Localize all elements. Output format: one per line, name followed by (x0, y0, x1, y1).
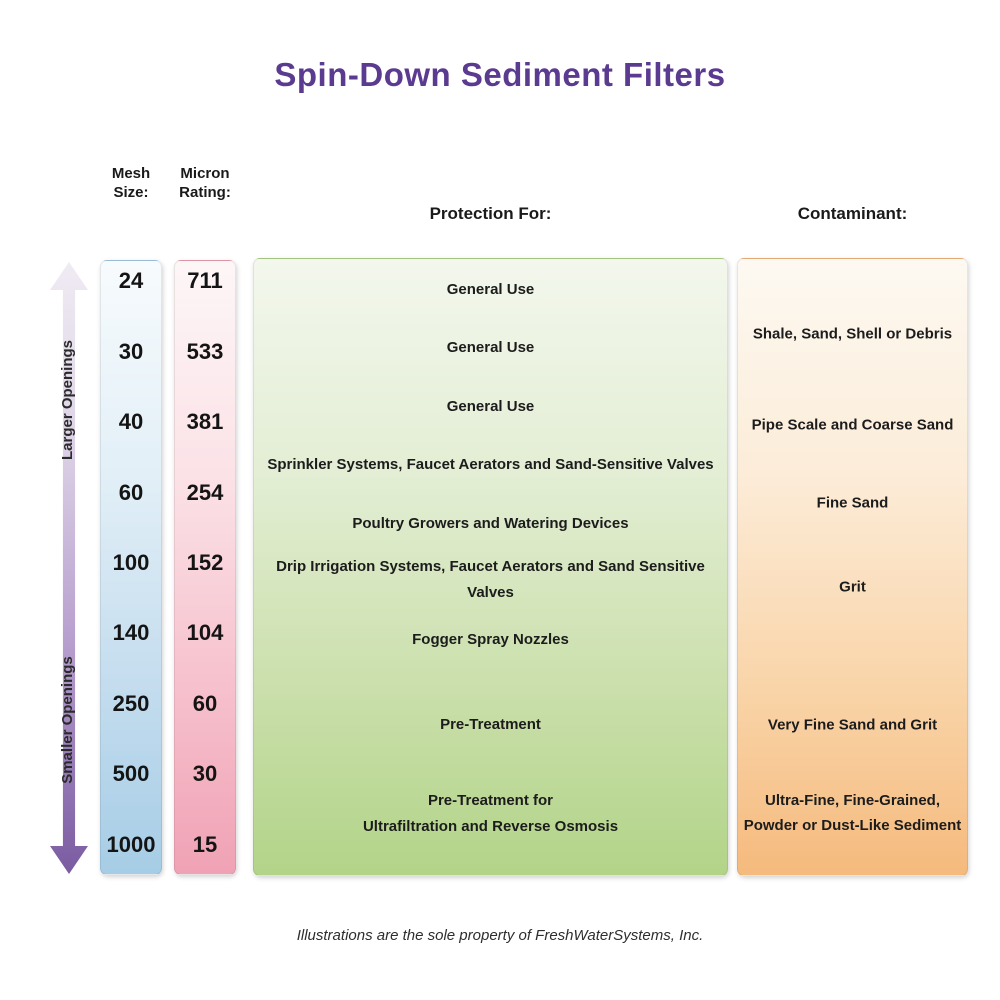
protection-row: General Use (446, 398, 535, 415)
micron-rating-column (174, 260, 236, 875)
mesh-value: 500 (112, 761, 150, 786)
protection-row: Poultry Growers and Watering Devices (352, 515, 629, 532)
protection-header: Protection For: (429, 204, 552, 223)
micron-value: 381 (186, 409, 224, 434)
contaminant-row: Ultra-Fine, Fine-Grained, Powder or Dust… (737, 788, 968, 838)
mesh-value: 60 (118, 480, 144, 505)
contaminant-row-line2: Powder or Dust-Like Sediment (743, 817, 962, 834)
protection-row-line1: Pre-Treatment for (427, 792, 554, 809)
micron-rating-header-line2: Rating: (179, 184, 231, 201)
mesh-value: 1000 (106, 832, 156, 857)
micron-rating-header: Micron Rating: (170, 164, 240, 202)
micron-value: 15 (192, 832, 218, 857)
contaminant-row: Pipe Scale and Coarse Sand (751, 416, 954, 434)
protection-row-line2: Ultrafiltration and Reverse Osmosis (362, 818, 619, 835)
protection-row: General Use (446, 281, 535, 298)
larger-openings-label: Larger Openings (59, 339, 76, 461)
protection-row: General Use (446, 339, 535, 356)
mesh-size-header: Mesh Size: (96, 164, 166, 202)
smaller-openings-label: Smaller Openings (59, 656, 76, 784)
mesh-value: 250 (112, 691, 150, 716)
contaminant-row: Grit (839, 578, 866, 596)
contaminant-row: Very Fine Sand and Grit (767, 716, 938, 734)
contaminant-header: Contaminant: (797, 204, 908, 223)
mesh-size-header-line1: Mesh (111, 165, 151, 182)
micron-value: 533 (186, 339, 224, 364)
protection-row: Fogger Spray Nozzles (412, 631, 569, 648)
protection-row: Pre-Treatment for Ultrafiltration and Re… (253, 788, 728, 840)
contaminant-row: Fine Sand (816, 494, 889, 512)
mesh-value: 140 (112, 620, 150, 645)
micron-value: 104 (186, 620, 224, 645)
contaminant-column (737, 258, 968, 876)
mesh-value: 24 (118, 268, 144, 293)
page-title: Spin-Down Sediment Filters (274, 56, 726, 93)
micron-value: 60 (192, 691, 218, 716)
micron-value: 152 (186, 550, 224, 575)
mesh-size-column (100, 260, 162, 875)
protection-row: Drip Irrigation Systems, Faucet Aerators… (276, 558, 705, 601)
mesh-size-header-line2: Size: (113, 184, 149, 201)
protection-row: Pre-Treatment (440, 716, 541, 733)
mesh-value: 100 (112, 550, 150, 575)
micron-value: 30 (192, 761, 218, 786)
micron-value: 254 (186, 480, 224, 505)
micron-value: 711 (187, 268, 223, 293)
contaminant-row: Shale, Sand, Shell or Debris (752, 325, 953, 343)
mesh-value: 40 (118, 409, 144, 434)
mesh-value: 30 (118, 339, 144, 364)
copyright-note: Illustrations are the sole property of F… (296, 927, 704, 944)
protection-column (253, 258, 728, 876)
contaminant-row-line1: Ultra-Fine, Fine-Grained, (764, 792, 941, 809)
micron-rating-header-line1: Micron (180, 165, 230, 182)
protection-row: Sprinkler Systems, Faucet Aerators and S… (267, 456, 714, 473)
